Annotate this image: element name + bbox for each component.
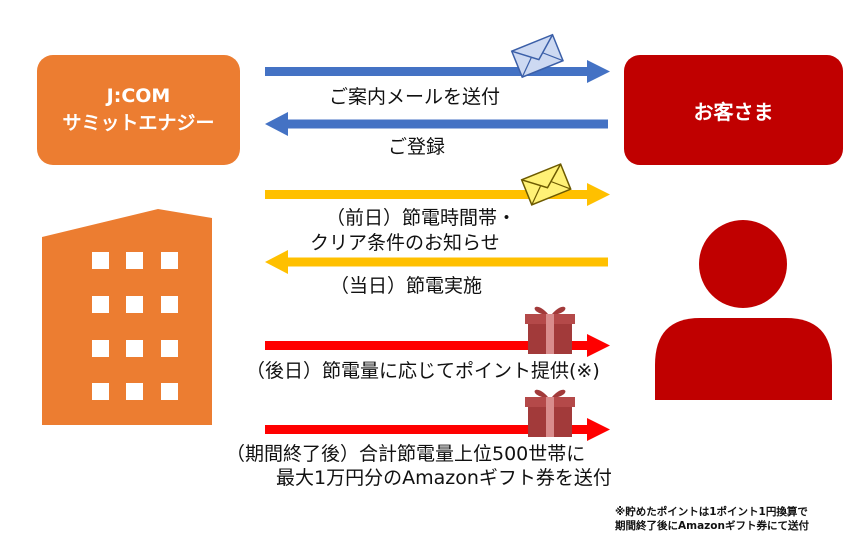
flow-label-gift-card-line2: 最大1万円分のAmazonギフト券を送付 <box>276 467 612 489</box>
flow-arrow-gift-card <box>265 418 610 441</box>
flow-label-points: （後日）節電量に応じてポイント提供(※) <box>246 360 600 382</box>
envelope-icon <box>510 33 564 79</box>
flow-arrow-guide-mail <box>265 60 610 83</box>
flow-label-registration: ご登録 <box>388 136 446 158</box>
footnote-line1: ※貯めたポイントは1ポイント1円換算で <box>615 506 808 518</box>
company-box: J:COM サミットエナジー <box>37 55 240 165</box>
person-icon <box>655 220 832 400</box>
company-name: J:COM <box>106 85 171 107</box>
flow-label-guide-mail: ご案内メールを送付 <box>329 86 501 108</box>
envelope-icon <box>520 163 572 206</box>
flow-label-notice-line2: クリア条件のお知らせ <box>310 232 500 254</box>
gift-icon <box>525 306 575 354</box>
footnote-line2: 期間終了後にAmazonギフト券にて送付 <box>615 520 809 532</box>
flow-label-execution: （当日）節電実施 <box>330 275 483 297</box>
flow-arrow-points <box>265 334 610 357</box>
flow-arrow-execution <box>265 250 608 274</box>
customer-label: お客さま <box>693 99 774 124</box>
flow-label-gift-card-line1: （期間終了後）合計節電量上位500世帯に <box>226 443 586 465</box>
customer-box: お客さま <box>624 55 843 165</box>
flow-arrow-notice <box>265 183 610 206</box>
gift-icon <box>525 389 575 437</box>
flow-label-notice-line1: （前日）節電時間帯・ <box>326 207 517 229</box>
flow-arrow-registration <box>265 112 608 136</box>
company-subname: サミットエナジー <box>62 112 215 134</box>
footnote: ※貯めたポイントは1ポイント1円換算で 期間終了後にAmazonギフト券にて送付 <box>615 505 809 533</box>
building-icon <box>42 209 212 425</box>
